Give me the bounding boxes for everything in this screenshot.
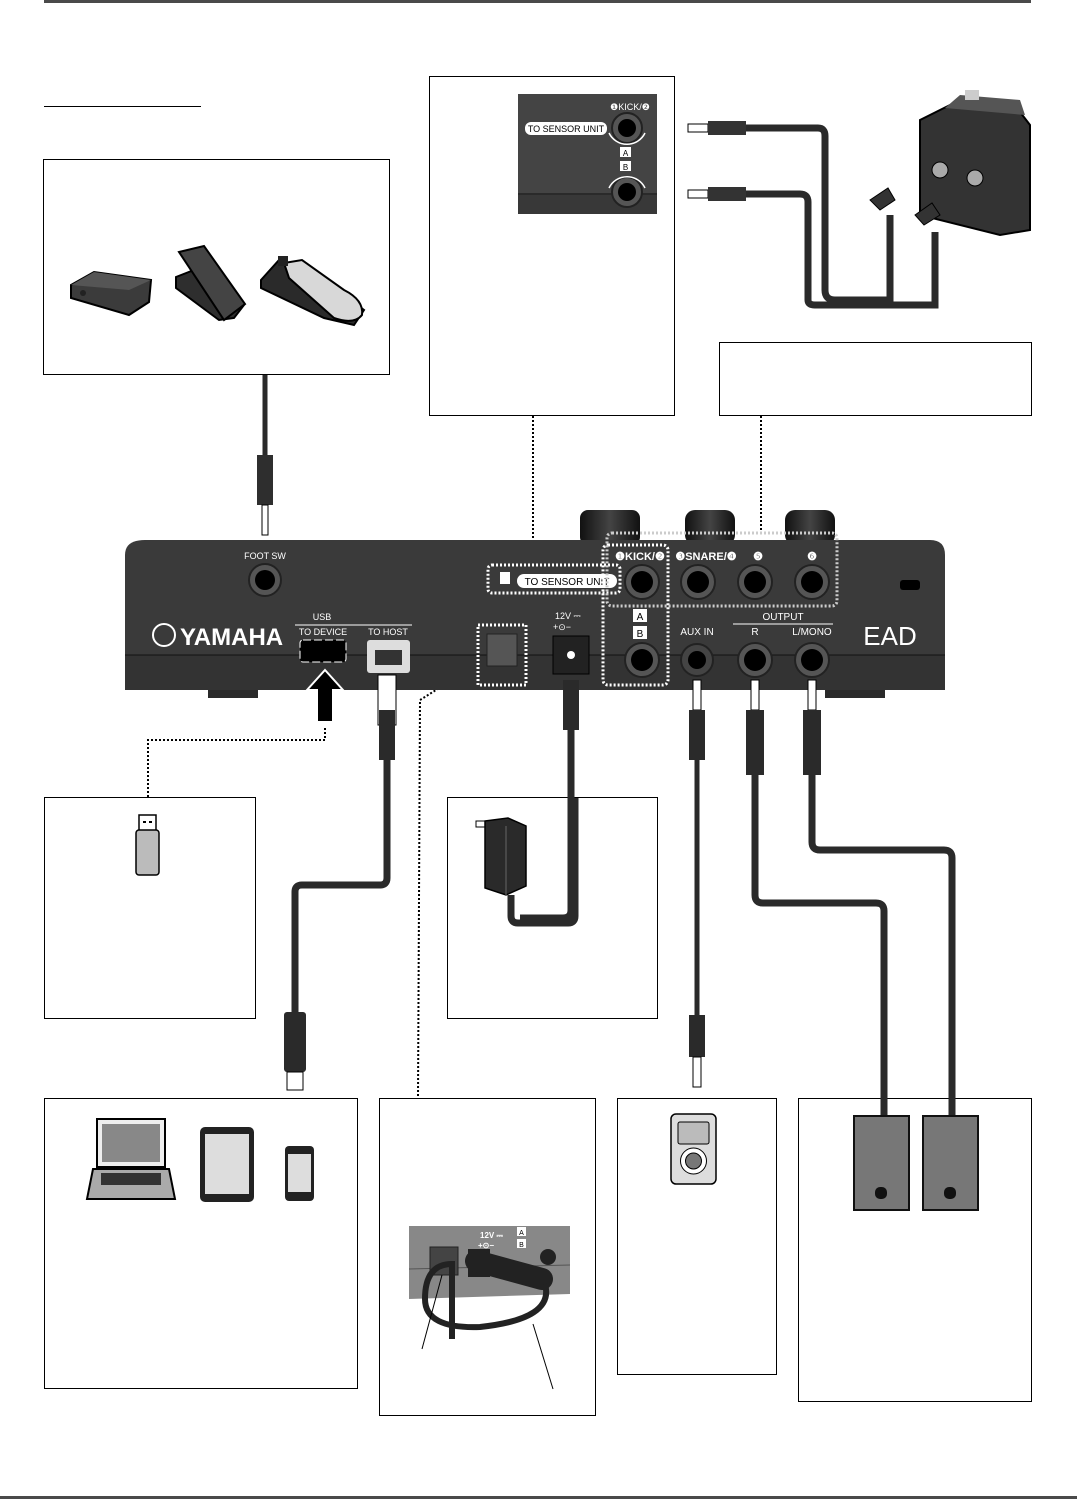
pad6-jack-label: ❻	[807, 551, 817, 563]
mini-plug-icon	[689, 1015, 705, 1057]
pad-jack-highlight	[605, 531, 839, 608]
ac-adaptor-box	[447, 797, 658, 1019]
usb-to-host-label: TO HOST	[368, 627, 408, 637]
security-slot	[900, 580, 920, 590]
kick-b-jack	[624, 642, 660, 678]
insert-arrow-icon	[304, 668, 346, 723]
sensor-unit-cable	[687, 121, 939, 309]
kick-jack-label: ❶KICK/❷	[615, 551, 665, 563]
usb-flash-drive-icon	[135, 814, 160, 876]
output-l-mono-label: L/MONO	[792, 627, 832, 638]
inset-kick-label: ❶KICK/❷	[610, 102, 650, 112]
cord-hook-icon	[486, 633, 518, 667]
snare-jack	[680, 564, 716, 600]
foot-controllers-illustration	[70, 244, 366, 327]
footswitch-icon	[70, 270, 153, 317]
to-sensor-unit-label: TO SENSOR UNIT	[525, 577, 610, 588]
kick-pedal-icon	[260, 256, 366, 327]
dc-polarity-label: +⊙−	[553, 622, 571, 632]
output-r-label: R	[751, 627, 758, 638]
foot-controller-icon	[175, 244, 247, 322]
brand-logo: YAMAHA	[180, 624, 283, 651]
host-devices-illustration	[85, 1118, 314, 1202]
pad5-jack-label: ❺	[753, 551, 763, 563]
aux-in-label: AUX IN	[680, 627, 713, 638]
dc-in-label: 12V ⎓	[555, 611, 581, 621]
cord-leader-line	[532, 1323, 554, 1390]
phone-plug-icon	[687, 187, 746, 201]
usb-to-device-label: TO DEVICE	[299, 627, 347, 637]
ac-adaptor-icon	[475, 798, 579, 927]
sensor-jack-highlight	[486, 563, 622, 595]
laptop-icon	[85, 1118, 177, 1200]
jack-b-label: B	[637, 629, 644, 640]
bottom-rule	[0, 1496, 1077, 1499]
inset-jack-b-label: B	[623, 163, 628, 172]
cord-hook-box: 12V ⎓ +⊙− A B	[379, 1098, 596, 1416]
knob-icon	[685, 510, 735, 545]
powered-speakers-illustration	[853, 1115, 979, 1211]
portable-audio-player-icon	[670, 1113, 717, 1185]
foot-controller-box	[43, 159, 390, 375]
speaker-l-icon	[922, 1115, 979, 1211]
usb-a-plug-icon	[284, 1012, 306, 1072]
knob-icon	[580, 510, 640, 545]
output-header-label: OUTPUT	[762, 612, 803, 623]
output-l-mono-jack	[794, 642, 830, 678]
tablet-icon	[200, 1127, 254, 1202]
section-heading-underline	[44, 106, 201, 107]
pad-input-box	[719, 342, 1032, 416]
top-rule	[44, 0, 1031, 3]
foot-sw-label: FOOT SW	[244, 551, 286, 561]
kick-a-jack	[624, 564, 660, 600]
audio-player-box	[617, 1098, 777, 1375]
pad6-jack	[794, 564, 830, 600]
inset-dc-label: 12V ⎓	[480, 1231, 503, 1240]
cord-hook-highlight	[476, 623, 528, 687]
speakers-box	[798, 1098, 1032, 1402]
sensor-unit-box: ❶KICK/❷ TO SENSOR UNIT A B	[429, 76, 675, 416]
speaker-r-icon	[853, 1115, 910, 1211]
usb-storage-box	[44, 797, 256, 1019]
inset-dc-polarity: +⊙−	[478, 1241, 494, 1250]
ead-logo: EAD	[863, 621, 916, 651]
host-devices-box	[44, 1098, 358, 1389]
output-r-jack	[737, 642, 773, 678]
phone-plug-icon	[687, 121, 746, 135]
ead-sensor-unit-icon	[919, 90, 1031, 237]
snare-jack-label: ❸SNARE/❹	[675, 551, 736, 563]
inset-to-sensor-unit-label: TO SENSOR UNIT	[528, 124, 605, 134]
jack-a-label: A	[637, 612, 644, 623]
phone-plug-icon	[257, 455, 273, 505]
knob-icon	[785, 510, 835, 545]
aux-in-jack	[680, 643, 714, 677]
hook-leader-line	[421, 1274, 443, 1350]
pad5-jack	[737, 564, 773, 600]
smartphone-icon	[285, 1146, 314, 1201]
inset-b-label: B	[519, 1242, 524, 1249]
yamaha-tuning-fork-logo-icon	[152, 623, 176, 647]
sensor-jack-inset: ❶KICK/❷ TO SENSOR UNIT A B	[518, 94, 657, 214]
usb-to-device-port	[299, 639, 347, 663]
usb-header-label: USB	[313, 612, 332, 622]
cord-hook-inset: 12V ⎓ +⊙− A B	[408, 1226, 571, 1390]
inset-a-label: A	[519, 1230, 524, 1237]
inset-jack-a-label: A	[623, 149, 629, 158]
